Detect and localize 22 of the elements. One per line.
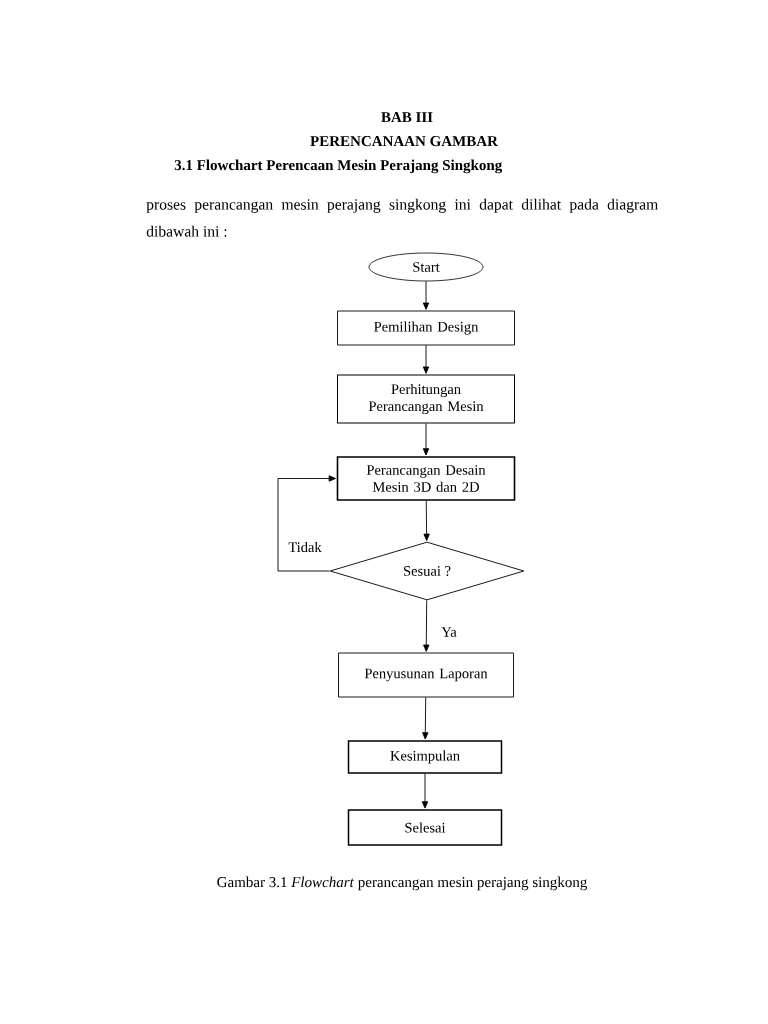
- arrow: [422, 345, 430, 374]
- edge-label: Ya: [440, 626, 458, 638]
- process-box: Kesimpulan: [347, 740, 503, 774]
- process-box: Perhitungan Perancangan Mesin: [337, 374, 515, 424]
- arrow: [277, 475, 336, 572]
- process-box: Penyusunan Laporan: [338, 652, 514, 698]
- arrow: [421, 773, 429, 809]
- process-box: Pemilihan Design: [337, 310, 515, 346]
- start-terminal: Start: [368, 252, 484, 282]
- figure-caption: Gambar 3.1 Flowchart perancangan mesin perajang singkong: [217, 876, 588, 891]
- process-box: Selesai: [347, 809, 503, 846]
- arrow: [422, 697, 429, 740]
- body-paragraph: proses perancangan mesin perajang singkong ini dapat dilihat pada diagram dibawah ini :: [146, 198, 658, 237]
- arrow: [423, 500, 430, 541]
- arrow: [422, 423, 430, 456]
- arrow: [422, 280, 430, 310]
- edge-label: Tidak: [287, 540, 323, 554]
- section-heading: 3.1 Flowchart Perencaan Mesin Perajang Singkong: [174, 159, 503, 174]
- arrow: [423, 599, 430, 652]
- process-box: Perancangan Desain Mesin 3D dan 2D: [336, 456, 516, 501]
- chapter-title: PERENCANAAN GAMBAR: [310, 136, 499, 147]
- chapter-heading: BAB III: [381, 112, 433, 123]
